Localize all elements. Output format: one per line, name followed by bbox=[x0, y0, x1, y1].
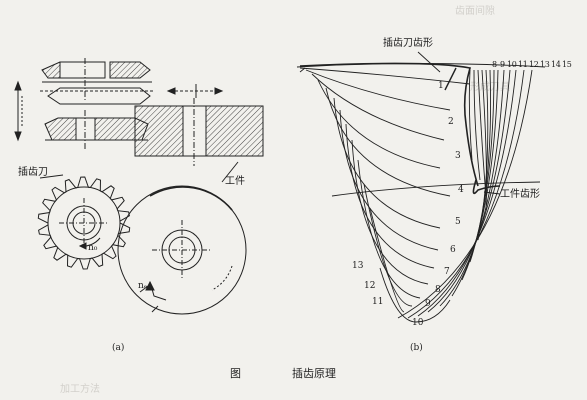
figure-title: 插齿原理 bbox=[292, 367, 336, 380]
top-number: 9 bbox=[500, 60, 505, 69]
position-number: 2 bbox=[448, 117, 454, 127]
position-number: 9 bbox=[425, 299, 431, 309]
bottom-envelope bbox=[379, 267, 451, 323]
cutter-leader-line bbox=[39, 174, 64, 179]
vertical-motion-arrow bbox=[14, 80, 23, 142]
pitch-line bbox=[331, 181, 541, 197]
cutter-gear bbox=[37, 176, 131, 270]
position-number: 5 bbox=[455, 217, 461, 227]
bleed-through-text: 加工方法 bbox=[60, 384, 100, 395]
position-number: 4 bbox=[458, 185, 464, 195]
work-speed-label: nₑ bbox=[138, 281, 148, 291]
position-number: 12 bbox=[364, 281, 376, 291]
work-profile-leader bbox=[483, 191, 501, 195]
cutter-profile-leader bbox=[417, 51, 441, 73]
position-number: 3 bbox=[455, 151, 461, 161]
position-number: 10 bbox=[412, 318, 424, 328]
top-number: 11 bbox=[518, 60, 528, 69]
position-number: 8 bbox=[435, 285, 441, 295]
panel-b-drawing bbox=[296, 51, 546, 323]
work-profile-label: 工件齿形 bbox=[500, 189, 540, 200]
bleed-through-text: 齿面间隙 bbox=[455, 6, 495, 17]
position-number: 7 bbox=[444, 267, 450, 277]
cutter-profile-label: 插齿刀齿形 bbox=[383, 38, 433, 49]
panel-b-sublabel: (b) bbox=[410, 343, 423, 353]
top-number: 15 bbox=[562, 60, 572, 69]
cutter-speed-label: n₀ bbox=[88, 243, 98, 253]
cutter-tooth-outline bbox=[299, 62, 479, 187]
top-number: 14 bbox=[551, 60, 561, 69]
position-number: 1 bbox=[438, 81, 444, 91]
work-tooth-profile bbox=[472, 179, 501, 195]
top-number: 13 bbox=[540, 60, 550, 69]
workpiece-gear bbox=[117, 185, 247, 315]
workpiece-label: 工件 bbox=[225, 176, 245, 187]
top-number: 8 bbox=[492, 60, 497, 69]
panel-a-sublabel: (a) bbox=[112, 343, 125, 353]
cutter-label: 插齿刀 bbox=[18, 167, 48, 178]
figure-label: 图 bbox=[230, 367, 241, 380]
position-number: 11 bbox=[372, 297, 384, 307]
panel-a-drawing bbox=[14, 58, 264, 315]
position-number: 13 bbox=[352, 261, 364, 271]
cutter-profile-family bbox=[299, 67, 533, 319]
position-number: 6 bbox=[450, 245, 456, 255]
top-number: 12 bbox=[529, 60, 539, 69]
radial-feed-arrow bbox=[166, 84, 224, 98]
workpiece-section bbox=[134, 98, 264, 166]
top-number: 10 bbox=[507, 60, 517, 69]
workpiece-leader-line bbox=[221, 161, 239, 183]
cutter-section-upper bbox=[40, 58, 155, 105]
cutter-section-lower bbox=[44, 110, 149, 150]
